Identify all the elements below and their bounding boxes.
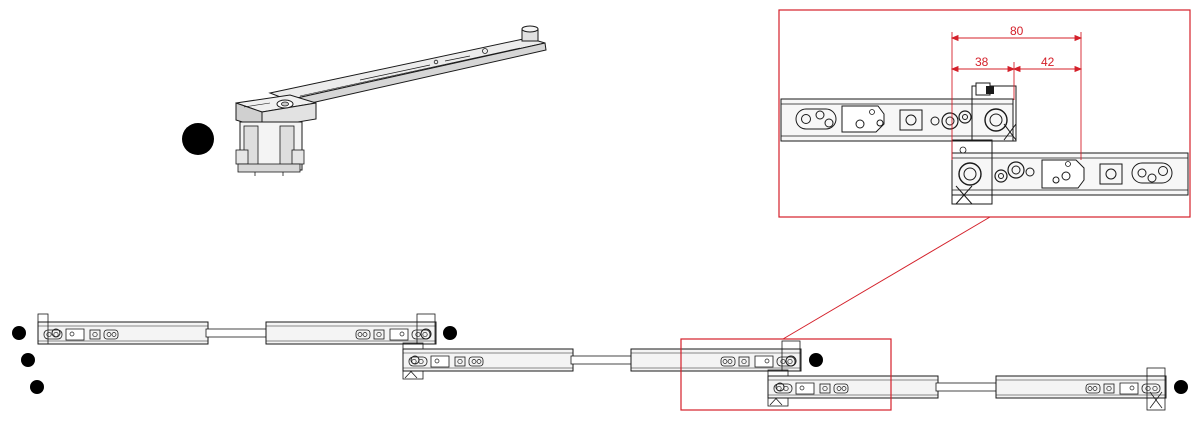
profile-row-3 bbox=[767, 367, 1167, 411]
bullet-dot-icon bbox=[1174, 380, 1188, 394]
dimension-lines bbox=[950, 32, 1083, 160]
bullet-dot-icon bbox=[443, 326, 457, 340]
bullet-dot-icon bbox=[12, 326, 26, 340]
dimension-total-label: 80 bbox=[1010, 24, 1024, 38]
dimension-left-label: 38 bbox=[975, 55, 989, 69]
detail-upper-profile bbox=[780, 82, 1017, 142]
bullet-dot-icon bbox=[182, 123, 214, 155]
detail-lower-profile bbox=[951, 139, 1189, 205]
overview-highlight-frame bbox=[680, 338, 892, 411]
overview-assembly bbox=[12, 313, 1188, 411]
bullet-dot-icon bbox=[809, 353, 823, 367]
detail-callout: 80 38 42 bbox=[778, 9, 1191, 218]
bullet-dot-icon bbox=[21, 353, 35, 367]
dimension-right-label: 42 bbox=[1041, 55, 1055, 69]
profile-row-2 bbox=[402, 340, 802, 380]
bullet-dot-icon bbox=[30, 380, 44, 394]
profile-row-1 bbox=[37, 313, 437, 345]
stay-arm-3d-illustration bbox=[235, 25, 547, 176]
detail-leader-line bbox=[782, 216, 991, 340]
